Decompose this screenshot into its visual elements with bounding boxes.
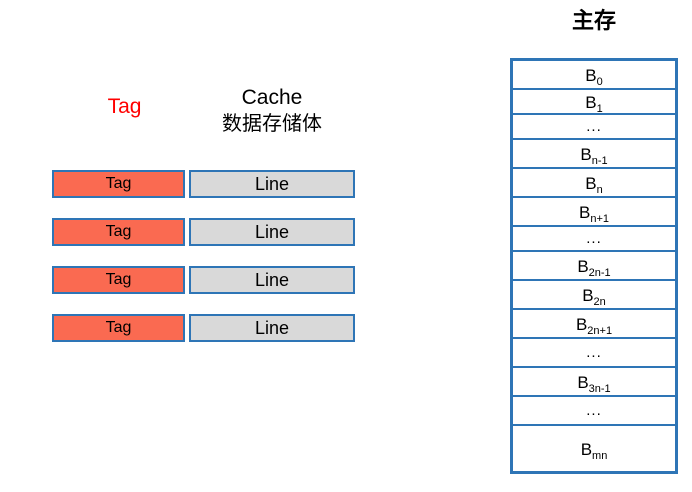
cache-panel: Tag Cache 数据存储体 Tag Line Tag Line (40, 80, 380, 370)
cache-line-cell[interactable]: Line (189, 218, 355, 246)
memory-block-label: ... (586, 230, 602, 247)
memory-block-label: Bmn (580, 440, 608, 462)
cache-line-label: Line (254, 318, 290, 338)
memory-ellipsis-row: ... (513, 115, 675, 140)
memory-block-label: B3n-1 (577, 373, 611, 395)
memory-block-label: B2n (582, 286, 606, 308)
memory-block-label: B0 (585, 66, 603, 88)
cache-row: Tag Line (40, 218, 380, 248)
memory-ellipsis-row: ... (513, 397, 675, 426)
cache-row: Tag Line (40, 266, 380, 296)
memory-block-row: B2n+1 (513, 310, 675, 339)
cache-tag-cell[interactable]: Tag (52, 266, 185, 294)
cache-tag-label: Tag (105, 319, 132, 336)
memory-block-row: B0 (513, 61, 675, 90)
memory-block-label: B2n-1 (577, 257, 611, 279)
cache-header-line2: 数据存储体 (222, 113, 322, 135)
cache-line-label: Line (254, 222, 290, 242)
memory-block-row: B3n-1 (513, 368, 675, 397)
memory-block-label: ... (586, 118, 602, 135)
memory-block-row: B2n-1 (513, 252, 675, 281)
cache-line-cell[interactable]: Line (189, 314, 355, 342)
cache-tag-label: Tag (105, 175, 132, 192)
memory-block-row: Bmn (513, 426, 675, 471)
cache-row: Tag Line (40, 170, 380, 200)
cache-tag-cell[interactable]: Tag (52, 314, 185, 342)
cache-line-cell[interactable]: Line (189, 266, 355, 294)
memory-ellipsis-row: ... (513, 227, 675, 252)
memory-block-row: B1 (513, 90, 675, 115)
memory-ellipsis-row: ... (513, 339, 675, 368)
cache-line-label: Line (254, 270, 290, 290)
cache-row: Tag Line (40, 314, 380, 344)
cache-header-line1: Cache (241, 86, 303, 109)
cache-tag-cell[interactable]: Tag (52, 170, 185, 198)
memory-block-row: B2n (513, 281, 675, 310)
memory-block-label: ... (586, 344, 602, 361)
memory-block-row: Bn (513, 169, 675, 198)
memory-block-row: Bn+1 (513, 198, 675, 227)
memory-block-label: Bn+1 (578, 203, 609, 225)
cache-line-label: Line (254, 174, 290, 194)
cache-line-cell[interactable]: Line (189, 170, 355, 198)
cache-column-headers: Tag Cache 数据存储体 (40, 80, 380, 164)
cache-tag-label: Tag (105, 271, 132, 288)
memory-block-label: Bn-1 (580, 145, 608, 167)
memory-block-label: B1 (585, 93, 603, 115)
memory-block-label: B2n+1 (575, 315, 613, 337)
cache-tag-label: Tag (105, 223, 132, 240)
memory-block-label: Bn (585, 174, 603, 196)
cache-column-header: Cache 数据存储体 (189, 85, 355, 137)
cache-tag-cell[interactable]: Tag (52, 218, 185, 246)
memory-block-label: ... (586, 402, 602, 419)
tag-column-header: Tag (107, 95, 142, 118)
main-memory-title: 主存 (571, 8, 616, 33)
memory-block-row: Bn-1 (513, 140, 675, 169)
cache-row-list: Tag Line Tag Line Tag Line (40, 170, 380, 370)
